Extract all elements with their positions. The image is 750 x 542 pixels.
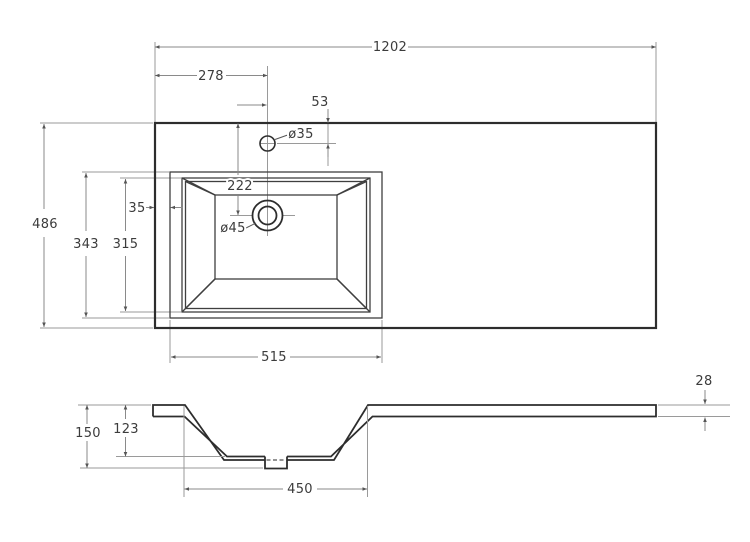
dim-cutout-depth: 343	[73, 237, 99, 252]
dim-overall-width: 1202	[373, 40, 407, 55]
countertop-outline	[153, 121, 658, 330]
section-view	[152, 404, 657, 470]
dim-faucet-offset-top: 53	[311, 95, 328, 110]
sink-cutout-outline	[169, 171, 383, 319]
dim-cutout-inset-left: 35	[128, 201, 145, 216]
plan-view	[153, 121, 658, 330]
dim-overall-depth: 486	[32, 217, 58, 232]
dim-faucet-offset-left: 278	[198, 69, 224, 84]
faucet-dia-leader	[274, 134, 290, 140]
dim-faucet-hole-diameter: ø35	[288, 127, 313, 142]
section-left-outer	[152, 404, 265, 461]
dim-drain-offset-top: 222	[227, 179, 253, 194]
dim-drain-diameter: ø45	[220, 221, 245, 236]
dim-basin-inner-depth: 123	[113, 422, 139, 437]
section-right	[287, 404, 657, 461]
dimension-labels: 1202 278 53 ø35 222 35 ø45 486 343 315 5…	[30, 38, 714, 499]
basin-corner-slopes	[181, 177, 371, 313]
dim-basin-depth: 315	[113, 237, 139, 252]
dim-cutout-width: 515	[261, 350, 287, 365]
dim-basin-width-section: 450	[287, 482, 313, 497]
basin-floor	[214, 194, 338, 280]
basin-rim-inner	[184, 180, 368, 310]
plan-extension-lines	[40, 42, 657, 363]
drain-dia-leader	[243, 222, 257, 230]
drain-hole	[257, 205, 278, 226]
plan-dimension-lines	[42, 45, 656, 359]
dim-countertop-thickness: 28	[695, 374, 712, 389]
drain-flange	[251, 199, 284, 232]
drain-boss	[264, 456, 288, 470]
dim-overall-height: 150	[75, 426, 101, 441]
faucet-hole	[259, 135, 276, 152]
basin-rim-outer	[181, 177, 371, 313]
section-dimension-lines	[78, 390, 730, 497]
section-left-inner	[153, 415, 265, 458]
